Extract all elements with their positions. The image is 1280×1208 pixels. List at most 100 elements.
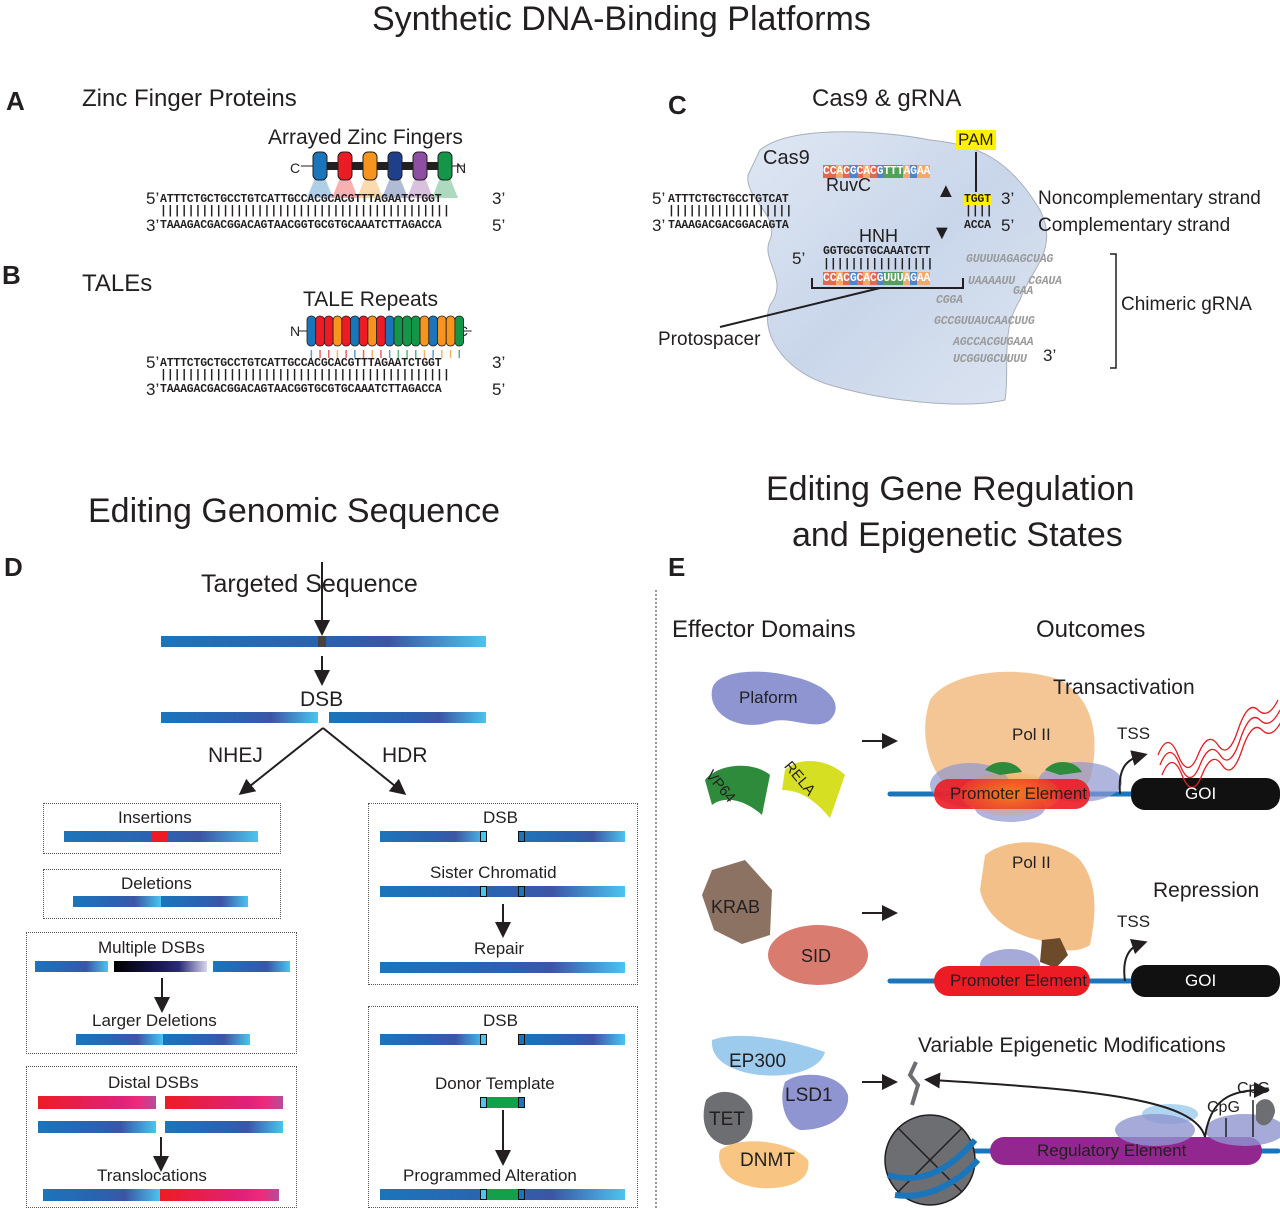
tale-repeat	[454, 315, 464, 347]
base-g: G	[910, 272, 917, 285]
homology-arm-marker	[518, 886, 525, 897]
deletions-label: Deletions	[121, 874, 192, 893]
hdr1-bar-left	[380, 831, 487, 842]
b-top-3prime: 3’	[492, 353, 506, 372]
c-bottom-sequence: TAAAGACGACGGACAGTA	[668, 219, 789, 232]
repression-label: Repression	[1153, 879, 1260, 902]
pam-complement-sequence: ACCA	[964, 219, 991, 232]
promoter-element-activation-label: Promoter Element	[950, 784, 1087, 803]
pol-ii-repression-shape	[980, 842, 1095, 951]
section-divider	[655, 590, 657, 1208]
base-a: A	[863, 272, 870, 285]
larger-deletions-bar-right	[163, 1034, 250, 1045]
base-a: A	[903, 165, 911, 178]
tet-label: TET	[709, 1109, 745, 1130]
base-u: U	[896, 272, 904, 285]
base-c: C	[823, 165, 830, 178]
base-a: A	[923, 272, 931, 285]
translocations-label: Translocations	[97, 1166, 207, 1185]
panel-b-letter: B	[2, 260, 21, 290]
zinc-finger-domain	[412, 151, 428, 181]
homology-arm-marker	[518, 1189, 525, 1200]
a-top-sequence: ATTTCTGCTGCCTGTCATTGCCACGCACGTTTAGAATCTG…	[160, 193, 442, 206]
grna-line-2: UAAAAUU CGAUA	[968, 275, 1062, 288]
grna-line-7: UCGGUGCUUUU	[953, 353, 1027, 366]
panel-e-letter: E	[668, 552, 686, 582]
a-basepair-ticks: ||||||||||||||||||||||||||||||||||||||||…	[160, 205, 450, 218]
pam-label: PAM	[956, 130, 996, 150]
distal-red-bar-right	[165, 1096, 283, 1109]
effector-domains-header: Effector Domains	[672, 616, 856, 643]
tss-repression-label: TSS	[1117, 912, 1151, 931]
hdr1-bar-right	[518, 831, 625, 842]
hdr2-bar-left	[380, 1034, 487, 1045]
base-g: G	[876, 272, 884, 285]
base-c: C	[843, 272, 850, 285]
figure-title: Synthetic DNA-Binding Platforms	[372, 0, 871, 38]
multi-dsb-bar-left	[35, 961, 108, 972]
grna-line-5: GCCGUUAUCAACUUG	[934, 315, 1035, 328]
homology-arm-marker	[518, 831, 525, 842]
b-bottom-sequence: TAAAGACGACGGACAGTAACGGTGCGTGCAAATCTTAGAC…	[160, 383, 442, 396]
repair-bar	[380, 962, 625, 973]
editing-gene-regulation-title-line1: Editing Gene Regulation	[766, 470, 1135, 508]
base-c: C	[843, 165, 850, 178]
zf-linker	[318, 162, 443, 170]
programmed-alteration-label: Programmed Alteration	[403, 1166, 577, 1185]
zinc-finger-domain	[362, 151, 378, 181]
editing-gene-regulation-title-line2: and Epigenetic States	[792, 516, 1123, 554]
base-a: A	[836, 165, 844, 178]
deletions-box	[43, 869, 281, 919]
panel-c-title: Cas9 & gRNA	[812, 85, 962, 112]
promoter-element-repression-label: Promoter Element	[950, 971, 1087, 990]
lsd1-domain-shape	[782, 1074, 849, 1130]
lsd1-label: LSD1	[785, 1085, 833, 1106]
pol-ii-activation-label: Pol II	[1012, 725, 1051, 744]
deletions-bar-right	[161, 896, 248, 907]
cas9-label: Cas9	[763, 147, 810, 169]
panel-a-title: Zinc Finger Proteins	[82, 85, 297, 112]
sister-chromatid-label: Sister Chromatid	[430, 863, 557, 882]
ruvc-cut-arrow-icon: ▲	[936, 180, 956, 202]
target-strand-seq: GGTGCGTGCAAATCTT	[823, 245, 931, 258]
pol-ii-repression-label: Pol II	[1012, 853, 1051, 872]
insertions-box	[43, 803, 281, 854]
multiple-dsbs-label: Multiple DSBs	[98, 938, 205, 957]
tss-activation-label: TSS	[1117, 724, 1151, 743]
donor-template-label: Donor Template	[435, 1074, 555, 1093]
insertions-label: Insertions	[118, 808, 192, 827]
regulatory-element-label: Regulatory Element	[1037, 1141, 1187, 1160]
dsb-label: DSB	[300, 688, 344, 711]
c-top-sequence: ATTTCTGCTGCCTGTCAT	[668, 193, 789, 206]
grna-line-4: CGGA	[936, 294, 963, 307]
cpg-label-2: CpG	[1237, 1080, 1270, 1097]
ep300-domain-shape	[711, 1035, 825, 1076]
platform-label: Plaform	[739, 688, 798, 707]
b-top-5prime: 5’	[146, 353, 160, 372]
nucleosome-icon	[884, 1061, 981, 1206]
krab-bound-shape	[1040, 938, 1068, 968]
multi-dsb-bar-right	[213, 961, 290, 972]
protospacer-label: Protospacer	[658, 329, 761, 350]
repair-label: Repair	[474, 939, 525, 958]
base-t: T	[890, 165, 897, 178]
zf-contact-shade	[382, 178, 408, 198]
zinc-finger-domain	[437, 151, 453, 181]
b-bottom-3prime: 3’	[146, 380, 160, 399]
base-c: C	[869, 165, 877, 178]
zinc-finger-domain	[337, 151, 353, 181]
hdr-dsb-label-2: DSB	[483, 1011, 518, 1030]
base-a: A	[903, 272, 911, 285]
sid-domain-shape	[768, 925, 868, 985]
complementary-strand-label: Complementary strand	[1038, 215, 1231, 236]
target-site-marker	[318, 636, 326, 647]
base-t: T	[883, 165, 891, 178]
distal-blue-bar-left	[38, 1121, 156, 1133]
zinc-finger-array-label: Arrayed Zinc Fingers	[268, 126, 463, 149]
panel-d-letter: D	[4, 552, 23, 582]
base-u: U	[890, 272, 897, 285]
grna-3prime: 3’	[1043, 346, 1057, 365]
base-c: C	[869, 272, 877, 285]
donor-template-bar	[480, 1097, 525, 1108]
homology-arm-marker	[480, 1189, 487, 1200]
